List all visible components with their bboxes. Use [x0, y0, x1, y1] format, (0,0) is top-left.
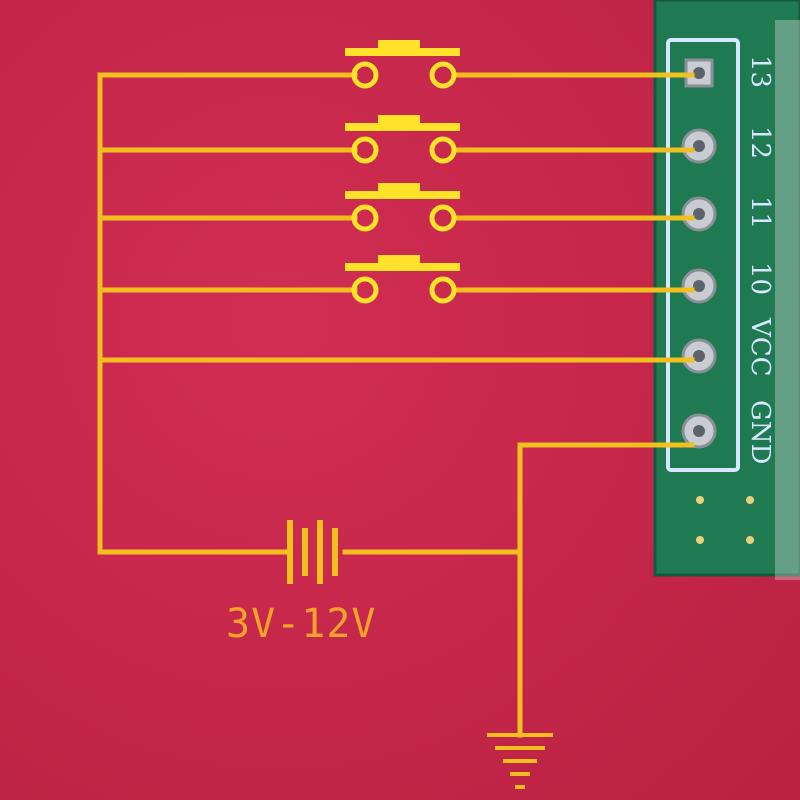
chip-edge: [775, 20, 800, 580]
pcb-pad: [696, 536, 704, 544]
push-button-3: [345, 183, 460, 232]
battery-plate: [287, 520, 293, 584]
push-button-icon: [345, 255, 460, 304]
battery-icon: [287, 520, 338, 584]
pcb-pad: [746, 496, 754, 504]
pin-label-10: 10: [745, 262, 775, 295]
pin-13-hole: [693, 67, 705, 79]
pin-hole: [693, 350, 705, 362]
button-bar: [345, 191, 460, 199]
button-contact: [429, 276, 457, 304]
button-bar: [345, 123, 460, 131]
button-cap: [378, 115, 420, 125]
pin-label-11: 11: [745, 196, 775, 229]
button-cap: [378, 183, 420, 193]
push-button-2: [345, 115, 460, 164]
push-button-4: [345, 255, 460, 304]
button-contact: [429, 204, 457, 232]
pin-hole: [693, 140, 705, 152]
button-cap: [378, 255, 420, 265]
pin-label-12: 12: [745, 126, 775, 159]
wires: [97, 72, 695, 738]
pcb-pad: [696, 496, 704, 504]
button-contact: [429, 136, 457, 164]
button-contact: [351, 276, 379, 304]
pin-label-13: 13: [745, 55, 775, 88]
push-button-icon: [345, 183, 460, 232]
pin-hole: [693, 425, 705, 437]
ground-icon: [487, 733, 553, 789]
push-button-icon: [345, 115, 460, 164]
pin-label-vcc: VCC: [745, 317, 775, 377]
battery-plate: [302, 528, 308, 576]
header-pins: [681, 58, 717, 449]
button-contact: [429, 61, 457, 89]
button-bar: [345, 48, 460, 56]
button-contact: [351, 136, 379, 164]
pcb-pad: [746, 536, 754, 544]
pin-labels: 13 12 11 10 VCC GND: [745, 55, 775, 464]
battery-plate: [332, 528, 338, 576]
pin-header-outline: [666, 38, 740, 472]
button-cap: [378, 40, 420, 50]
button-bar: [345, 263, 460, 271]
button-contact: [351, 204, 379, 232]
push-button-1: [345, 40, 460, 89]
pin-hole: [693, 208, 705, 220]
battery-plate: [317, 520, 323, 584]
pin-hole: [693, 280, 705, 292]
button-contact: [351, 61, 379, 89]
push-button-icon: [345, 40, 460, 89]
pin-label-gnd: GND: [745, 400, 775, 464]
voltage-label: 3V-12V: [226, 601, 377, 647]
